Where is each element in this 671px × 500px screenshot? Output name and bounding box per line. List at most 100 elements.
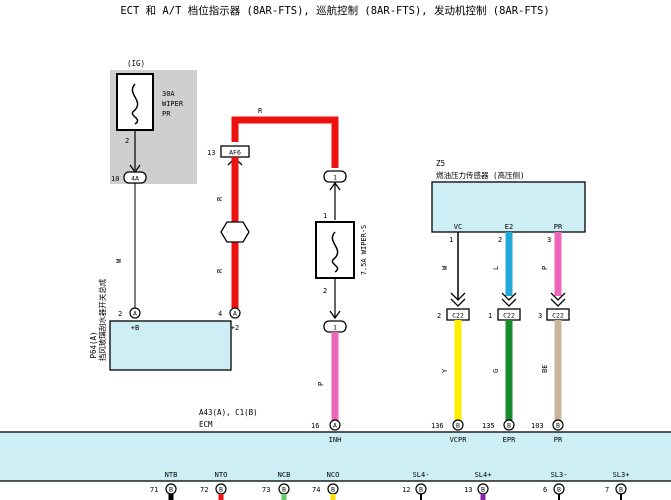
sensor-box xyxy=(431,181,586,233)
ecm-bottom-pin-sl4-plus: SL4+ B 13 xyxy=(464,471,491,500)
ecm-pin-nco-name: NCO xyxy=(327,471,340,479)
pin-b-circle xyxy=(129,307,141,319)
ecm-pin-sl4m-code: B xyxy=(419,486,423,494)
ecm-pin-nco-code: B xyxy=(331,486,335,494)
wire-r-top-label: R xyxy=(258,107,263,115)
splice-top-code: 1 xyxy=(333,174,337,182)
ecm-pin-inh-num: 16 xyxy=(311,422,319,430)
ecm-pin-vcpr-name: VCPR xyxy=(450,436,468,444)
wire-vc-label: W xyxy=(441,265,449,270)
ecm-pin-sl4p-name: SL4+ xyxy=(475,471,492,479)
ig-label: (IG) xyxy=(127,59,145,68)
arrow-down-icon xyxy=(501,298,517,307)
sensor-pin-e2-num: 2 xyxy=(498,236,502,244)
connector-c22-vc-code: C22 xyxy=(452,312,464,320)
ecm-bottom-pin-sl4-minus: SL4- B 12 xyxy=(402,471,429,500)
sensor-pin-vc-num: 1 xyxy=(449,236,453,244)
pin-2-name: +2 xyxy=(231,324,239,332)
diagram-title: ECT 和 A/T 档位指示器 (8AR-FTS), 巡航控制 (8AR-FTS… xyxy=(120,4,549,17)
ecm-bottom-pin-ncb: NCB B 73 xyxy=(262,471,290,500)
fuse-element-icon xyxy=(131,83,139,125)
wire-w-label: W xyxy=(115,258,123,263)
connector-4a-code: 4A xyxy=(131,175,139,183)
ecm-bottom-pin-ntb: NTB B 71 xyxy=(150,471,177,500)
wire-r-label-2: R xyxy=(216,268,224,273)
wiper-switch-code: P64(A) xyxy=(89,331,98,358)
connector-c22-e2-code: C22 xyxy=(503,312,515,320)
wire-pr-label: P xyxy=(541,266,549,270)
arrow-down-icon xyxy=(450,298,466,307)
wiper-switch-name: 挡风玻璃刮水器开关总成 xyxy=(97,278,107,361)
ecm-pin-nto-code: B xyxy=(219,486,223,494)
ecm-pin-pr-circle xyxy=(552,419,564,431)
fuse-element-icon xyxy=(331,231,339,273)
pin-2-code: A xyxy=(233,310,237,318)
sensor-name: 燃油压力传感器 (高压侧) xyxy=(436,170,525,180)
connector-c22-pr-pin: 3 xyxy=(538,312,542,320)
pin-2-circle xyxy=(229,307,241,319)
pin-b-name: +B xyxy=(131,324,139,332)
pin-2-num: 4 xyxy=(218,310,222,318)
ecm-pin-inh-circle xyxy=(329,419,341,431)
fuse-30a-name1: WIPER xyxy=(162,100,184,108)
ecm-pin-pr-num: 103 xyxy=(531,422,544,430)
connector-c22-vc-pin: 2 xyxy=(437,312,441,320)
ecm-pin-epr-code: B xyxy=(507,422,511,430)
fuse-30a-rating: 30A xyxy=(162,90,175,98)
wire-vc2-label: Y xyxy=(441,368,449,373)
ecm-bottom-pin-sl3-minus: SL3- B 6 xyxy=(543,471,567,500)
junction-octagon xyxy=(220,221,250,243)
wire-e2b-label: G xyxy=(492,369,500,373)
ecm-pin-ncb-num: 73 xyxy=(262,486,270,494)
wire-r-label-1: R xyxy=(216,196,224,201)
ecm-pin-nto-name: NTO xyxy=(215,471,228,479)
arrow-down-icon xyxy=(550,298,566,307)
ecm-pin-ncb-name: NCB xyxy=(278,471,291,479)
ecm-pin-ntb-name: NTB xyxy=(165,471,178,479)
wire-p-label: P xyxy=(317,382,325,386)
connector-c22-pr-code: C22 xyxy=(552,312,564,320)
ecm-pin-ntb-num: 71 xyxy=(150,486,158,494)
sensor-pin-e2-name: E2 xyxy=(505,223,513,231)
fuse-30a-symbol xyxy=(116,73,154,131)
arrow-down-icon xyxy=(501,292,517,301)
ecm-pin-sl3p-code: B xyxy=(619,486,623,494)
ecm-pin-sl4m-num: 12 xyxy=(402,486,410,494)
arrow-down-icon xyxy=(550,292,566,301)
wire-r-top-loop xyxy=(231,116,339,168)
ecm-pin-vcpr-code: B xyxy=(456,422,460,430)
ecm-pin-nto-num: 72 xyxy=(200,486,208,494)
ecm-pin-sl3m-num: 6 xyxy=(543,486,547,494)
fuse-30a-pin: 2 xyxy=(125,137,129,145)
ecm-pin-inh-name: INH xyxy=(329,436,342,444)
ecm-bottom-pin-nto: NTO B 72 xyxy=(200,471,227,500)
ecm-pin-sl4m-name: SL4- xyxy=(413,471,430,479)
arrow-down-icon xyxy=(329,310,341,320)
wire-pr2-label: BE xyxy=(541,365,549,373)
ecm-pin-sl3p-name: SL3+ xyxy=(613,471,630,479)
fuse-75a-label: 7.5A WIPER-S xyxy=(360,225,368,276)
ecm-pin-inh-code: A xyxy=(333,422,337,430)
ecm-name: ECM xyxy=(199,420,213,429)
sensor-pin-pr-name: PR xyxy=(554,223,563,231)
splice-bottom-code: 1 xyxy=(333,324,337,332)
connector-4a-pin: 10 xyxy=(111,175,119,183)
ecm-pin-epr-circle xyxy=(503,419,515,431)
ecm-pin-vcpr-circle xyxy=(452,419,464,431)
ecm-pin-sl3p-num: 7 xyxy=(605,486,609,494)
ecm-pin-sl4p-num: 13 xyxy=(464,486,472,494)
fuse-75a-top-pin: 1 xyxy=(323,212,327,220)
sensor-pin-vc-name: VC xyxy=(454,223,462,231)
ecm-pin-vcpr-num: 136 xyxy=(431,422,444,430)
ecm-bottom-pin-sl3-plus: SL3+ B 7 xyxy=(605,471,629,500)
ecm-pin-epr-name: EPR xyxy=(503,436,516,444)
ecm-box xyxy=(0,431,671,482)
ecm-pin-pr-name: PR xyxy=(554,436,563,444)
ecm-connectors: A43(A), C1(B) xyxy=(199,408,258,417)
ecm-pin-sl3m-code: B xyxy=(557,486,561,494)
sensor-pin-pr-num: 3 xyxy=(547,236,551,244)
ecm-pin-epr-num: 135 xyxy=(482,422,495,430)
wire-e2-label: L xyxy=(492,266,500,270)
connector-c22-e2-pin: 1 xyxy=(488,312,492,320)
